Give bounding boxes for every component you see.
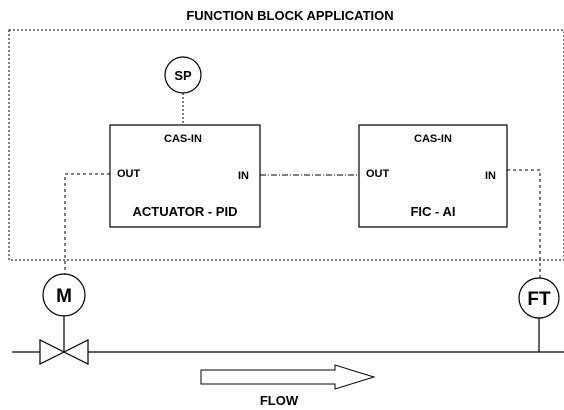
- setpoint-label: SP: [174, 68, 192, 83]
- ai-block[interactable]: CAS-IN OUT IN FIC - AI: [358, 124, 508, 228]
- ai-in-to-transmitter-link: [507, 169, 541, 279]
- pid-cas-in-label: CAS-IN: [164, 133, 202, 145]
- ai-in-label: IN: [485, 170, 496, 182]
- transmitter-label: FT: [527, 289, 551, 310]
- ai-block-name: FIC - AI: [410, 204, 455, 219]
- flow-arrow-icon: [200, 364, 376, 390]
- pid-in-label: IN: [238, 170, 249, 182]
- diagram-title: FUNCTION BLOCK APPLICATION: [186, 8, 393, 23]
- ai-cas-in-label: CAS-IN: [414, 133, 452, 145]
- pid-block[interactable]: CAS-IN OUT IN ACTUATOR - PID: [109, 124, 261, 228]
- ai-out-label: OUT: [366, 168, 390, 180]
- pid-out-to-motor-link: [64, 173, 110, 275]
- motor-label: M: [56, 286, 72, 307]
- pid-block-name: ACTUATOR - PID: [133, 204, 238, 219]
- pid-out-label: OUT: [117, 168, 141, 180]
- flow-label: FLOW: [260, 393, 299, 408]
- valve-icon: [39, 339, 89, 365]
- application-boundary: [8, 29, 564, 261]
